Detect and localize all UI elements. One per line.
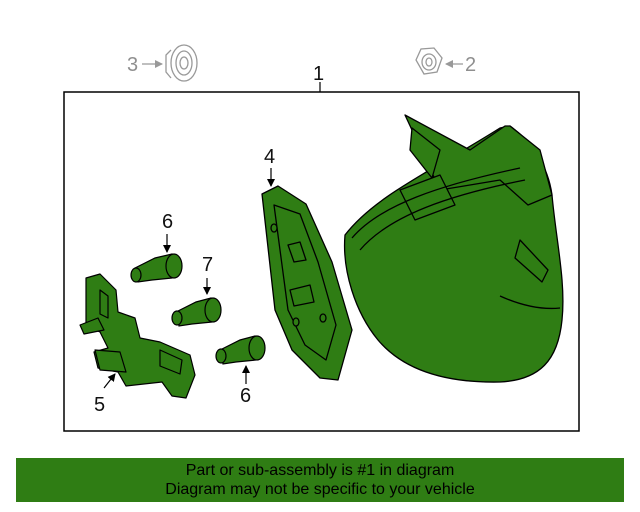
callout-6-upper: 6 [162,211,173,233]
callout-7: 7 [202,254,213,276]
callout-5-arrow [103,373,116,389]
bolt-nut-icon [165,44,198,82]
callout-1: 1 [313,63,324,85]
disclaimer-banner: Part or sub-assembly is #1 in diagram Di… [16,458,624,502]
bulb-socket-middle [171,297,222,327]
gasket [261,185,353,381]
callout-6-lower: 6 [240,385,251,407]
lamp-housing [343,114,564,383]
banner-line-2: Diagram may not be specific to your vehi… [165,481,475,498]
bulb-socket-lower [215,335,266,365]
banner-line-1: Part or sub-assembly is #1 in diagram [185,462,455,479]
callout-2: 2 [465,54,476,76]
bulb-socket-upper [130,253,183,283]
callout-3: 3 [127,54,138,76]
assembly-frame [63,91,580,432]
callout-4: 4 [264,146,275,168]
mounting-bracket [79,273,196,399]
flange-nut-icon [415,47,443,75]
parts-diagram: 1 3 2 4 6 [63,44,580,432]
callout-5: 5 [94,394,105,416]
